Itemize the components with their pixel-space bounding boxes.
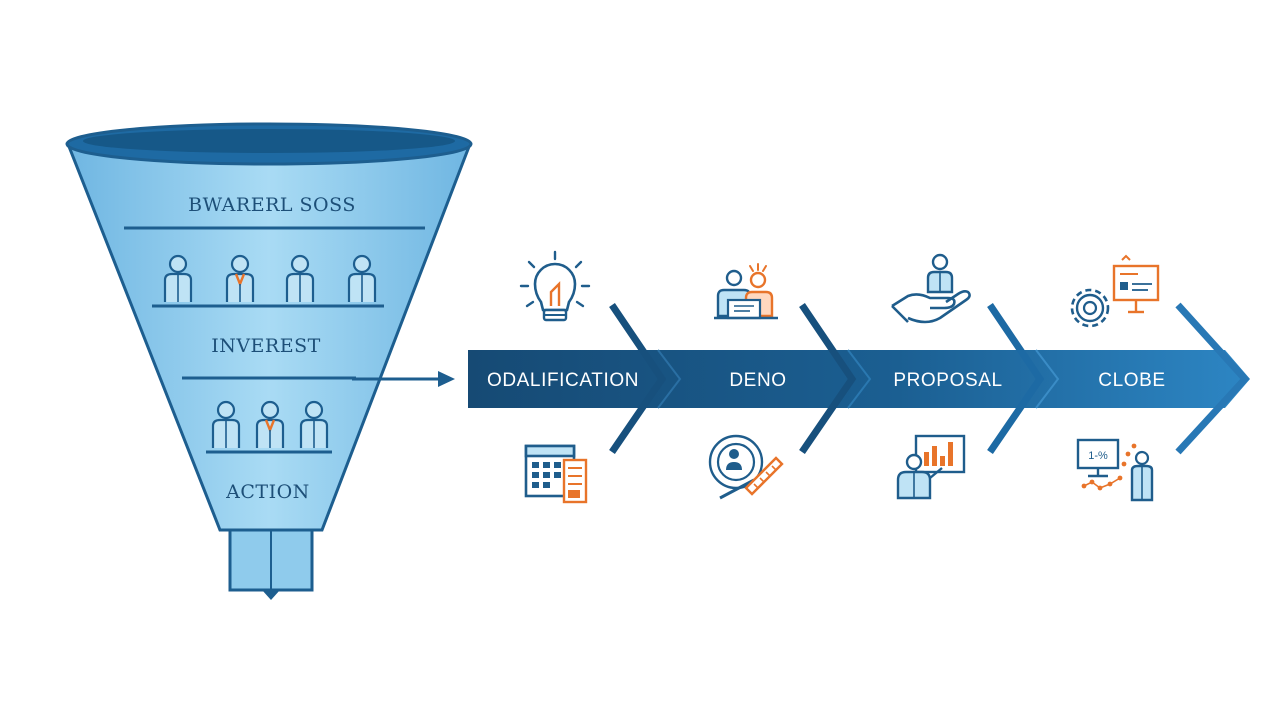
pipeline-band (468, 350, 1250, 408)
dashboard-icon: 1-% (1076, 438, 1154, 502)
people-group-icon (211, 400, 329, 450)
presentation-icon (896, 434, 966, 500)
funnel: BWARERL SOSS INVEREST ACTION (65, 122, 473, 600)
handshake-person-icon (891, 253, 971, 324)
funnel-level-label-awareness: BWARERL SOSS (188, 194, 356, 216)
calendar-icon (524, 444, 588, 504)
funnel-level-label-action: ACTION (225, 481, 310, 503)
chevron-separator (609, 303, 667, 454)
chevron-separator (799, 303, 857, 454)
chevron-separator (987, 303, 1045, 454)
search-magnifier-icon (708, 434, 784, 500)
connector-arrow-icon (352, 371, 455, 387)
stage-label-demo: DENO (729, 370, 786, 391)
pipeline-arrow: ODALIFICATION DENO PROPOSAL CLOBE (468, 302, 1250, 455)
stage-label-qualification: ODALIFICATION (487, 370, 639, 391)
funnel-spout-arrow-icon (262, 590, 280, 600)
team-meeting-icon (714, 263, 778, 320)
stage-label-close: CLOBE (1098, 370, 1165, 391)
svg-text:1-%: 1-% (1088, 450, 1108, 462)
gear-chart-icon (1070, 254, 1160, 328)
stage-label-proposal: PROPOSAL (893, 370, 1002, 391)
chevron-separator (1175, 302, 1250, 455)
funnel-level-label-interest: INVEREST (211, 335, 321, 357)
lightbulb-icon (519, 250, 591, 322)
